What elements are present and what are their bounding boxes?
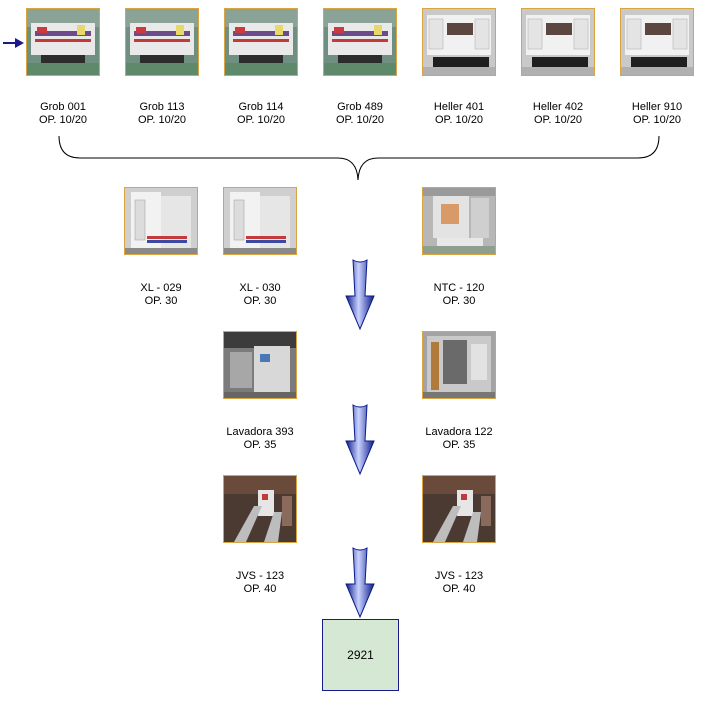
machine-operation: OP. 30 <box>243 295 277 307</box>
machine-operation: OP. 10/20 <box>434 114 484 126</box>
machine-photo <box>522 9 594 75</box>
machine-photo <box>621 9 693 75</box>
machine-image-xl-029[interactable] <box>124 187 198 255</box>
machine-image-grob-001[interactable] <box>26 8 100 76</box>
machine-operation: OP. 10/20 <box>335 114 385 126</box>
flow-arrow-down-icon <box>345 546 375 619</box>
machine-operation: OP. 30 <box>442 295 476 307</box>
machine-name: Heller 401 <box>433 101 485 113</box>
machine-operation: OP. 40 <box>442 583 476 595</box>
machine-photo <box>224 188 296 254</box>
machine-operation: OP. 35 <box>442 439 476 451</box>
machine-operation: OP. 40 <box>243 583 277 595</box>
machine-image-xl-030[interactable] <box>223 187 297 255</box>
flow-arrow-down-icon <box>345 403 375 476</box>
machine-photo <box>224 332 296 398</box>
machine-name: JVS - 123 <box>235 570 285 582</box>
machine-name: Lavadora 122 <box>425 426 493 438</box>
machine-photo <box>423 188 495 254</box>
machine-image-grob-114[interactable] <box>224 8 298 76</box>
result-label: 2921 <box>347 648 374 662</box>
machine-image-heller-910[interactable] <box>620 8 694 76</box>
machine-operation: OP. 10/20 <box>236 114 286 126</box>
machine-photo <box>423 9 495 75</box>
grouping-brace <box>58 135 660 181</box>
machine-operation: OP. 10/20 <box>38 114 88 126</box>
machine-image-lavadora-393[interactable] <box>223 331 297 399</box>
machine-name: Heller 910 <box>631 101 683 113</box>
machine-operation: OP. 35 <box>243 439 277 451</box>
machine-operation: OP. 10/20 <box>533 114 583 126</box>
machine-image-jvs-123[interactable] <box>223 475 297 543</box>
machine-image-ntc-120[interactable] <box>422 187 496 255</box>
machine-name: JVS - 123 <box>434 570 484 582</box>
machine-name: Grob 489 <box>337 101 383 113</box>
machine-image-grob-113[interactable] <box>125 8 199 76</box>
result-box[interactable]: 2921 <box>322 619 399 691</box>
machine-image-heller-401[interactable] <box>422 8 496 76</box>
machine-name: Heller 402 <box>532 101 584 113</box>
machine-photo <box>27 9 99 75</box>
machine-image-heller-402[interactable] <box>521 8 595 76</box>
machine-image-grob-489[interactable] <box>323 8 397 76</box>
machine-operation: OP. 10/20 <box>137 114 187 126</box>
machine-photo <box>224 476 296 542</box>
machine-photo <box>324 9 396 75</box>
machine-name: XL - 029 <box>140 282 182 294</box>
machine-operation: OP. 30 <box>144 295 178 307</box>
flow-arrow-down-icon <box>345 258 375 331</box>
machine-name: Grob 113 <box>139 101 185 113</box>
machine-photo <box>423 476 495 542</box>
machine-photo <box>225 9 297 75</box>
machine-name: Lavadora 393 <box>226 426 294 438</box>
machine-operation: OP. 10/20 <box>632 114 682 126</box>
machine-photo <box>125 188 197 254</box>
machine-image-jvs-123[interactable] <box>422 475 496 543</box>
machine-image-lavadora-122[interactable] <box>422 331 496 399</box>
machine-name: Grob 114 <box>238 101 284 113</box>
machine-name: XL - 030 <box>239 282 281 294</box>
machine-photo <box>126 9 198 75</box>
start-arrow-icon <box>3 38 24 48</box>
machine-name: Grob 001 <box>40 101 86 113</box>
machine-name: NTC - 120 <box>433 282 485 294</box>
machine-photo <box>423 332 495 398</box>
